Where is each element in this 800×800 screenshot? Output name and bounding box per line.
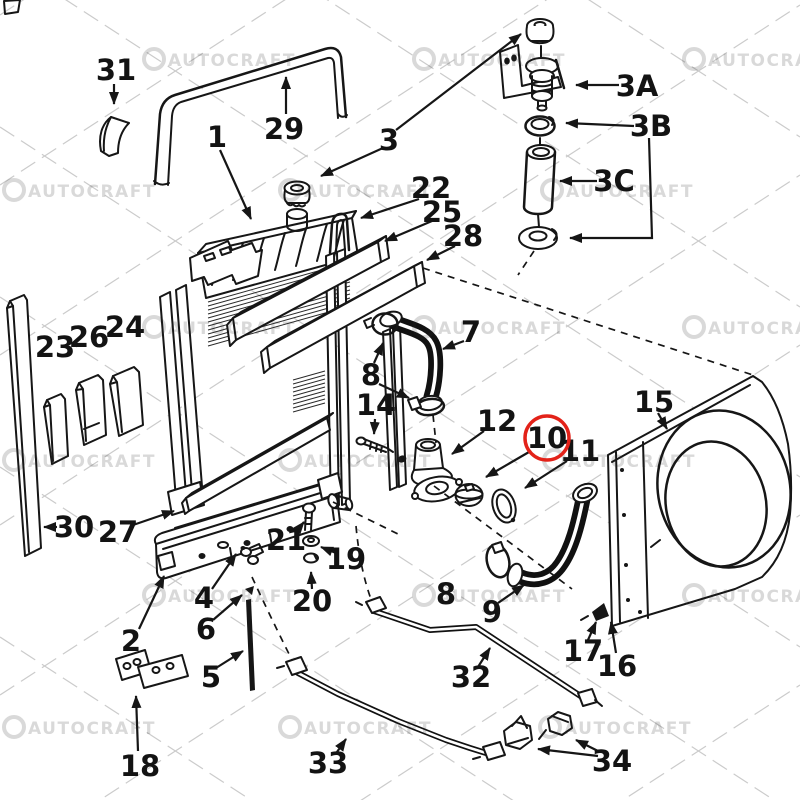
leader-arrows [43,33,668,758]
part-label-14: 14 [356,388,396,422]
corner-fragment [3,0,21,15]
svg-text:AUTOCRAFT: AUTOCRAFT [438,587,566,607]
svg-text:AUTOCRAFT: AUTOCRAFT [438,51,566,71]
part-label-17: 17 [563,634,603,668]
part-labels: 1 2 3 3A 3B 3C 4 5 6 7 8 8 9 10 11 12 14… [35,53,674,783]
part-label-23: 23 [35,330,75,364]
svg-text:AUTOCRAFT: AUTOCRAFT [168,587,296,607]
part-label-6: 6 [196,612,216,646]
core-fins-lower [292,370,326,413]
svg-text:AUTOCRAFT: AUTOCRAFT [168,319,296,339]
drain-rod-illustration [245,586,255,691]
part-label-3: 3 [379,123,399,157]
part-label-3c: 3C [593,164,634,198]
svg-text:AUTOCRAFT: AUTOCRAFT [708,319,800,339]
watermark: AUTOCRAFT [682,47,800,71]
watermark: AUTOCRAFT [142,583,296,607]
watermark: AUTOCRAFT [278,448,432,472]
watermark: AUTOCRAFT [278,715,432,739]
cooler-tubes-illustration [276,596,603,761]
part-label-7: 7 [461,315,481,349]
svg-text:AUTOCRAFT: AUTOCRAFT [28,182,156,202]
wing-clip-illustration [240,543,264,565]
part-label-3a: 3A [616,69,659,103]
watermark: AUTOCRAFT [2,448,156,472]
part-label-32: 32 [451,660,491,694]
screw-14-illustration [355,436,407,463]
upper-hose-illustration [363,310,446,417]
svg-text:AUTOCRAFT: AUTOCRAFT [304,452,432,472]
bars-25-28-illustration [226,235,426,374]
fan-shroud-illustration [580,375,793,627]
watermark: AUTOCRAFT [412,47,566,71]
part-label-16: 16 [597,649,637,683]
svg-text:AUTOCRAFT: AUTOCRAFT [566,182,694,202]
svg-text:AUTOCRAFT: AUTOCRAFT [708,587,800,607]
svg-text:AUTOCRAFT: AUTOCRAFT [304,182,432,202]
svg-text:AUTOCRAFT: AUTOCRAFT [564,719,692,739]
part-label-25: 25 [422,195,462,229]
part-label-1: 1 [207,120,227,154]
part-label-4: 4 [194,581,214,615]
svg-text:AUTOCRAFT: AUTOCRAFT [304,719,432,739]
outlet-thermostat-illustration [410,438,517,524]
part-label-33: 33 [308,746,348,780]
part-label-22: 22 [411,171,451,205]
part-label-29: 29 [264,112,304,146]
pad-31-illustration [99,116,130,157]
illustration [3,0,793,761]
strap-29-illustration [153,46,348,186]
svg-text:AUTOCRAFT: AUTOCRAFT [708,51,800,71]
watermark: AUTOCRAFT [412,583,566,607]
watermark-layer: AUTOCRAFT AUTOCRAFT AUTOCRAFT AUTOCRAFT … [2,47,800,739]
watermark: AUTOCRAFT [682,583,800,607]
part-label-26: 26 [69,320,109,354]
part-label-5: 5 [201,660,221,694]
part-label-21: 21 [266,523,306,557]
pads-23-26-24-illustration [43,366,144,465]
part-label-19: 19 [326,542,366,576]
overflow-assembly-illustration [499,18,566,250]
part-label-15: 15 [634,385,674,419]
lower-hose-illustration [485,482,598,588]
watermark: AUTOCRAFT [412,315,566,339]
part-label-12: 12 [477,404,517,438]
part-label-9: 9 [482,595,502,629]
watermark: AUTOCRAFT [540,178,694,202]
svg-text:AUTOCRAFT: AUTOCRAFT [168,51,296,71]
svg-text:AUTOCRAFT: AUTOCRAFT [438,319,566,339]
svg-text:AUTOCRAFT: AUTOCRAFT [568,452,696,472]
part-label-2: 2 [121,624,141,658]
part-label-28: 28 [443,219,483,253]
highlight-circle [523,414,571,462]
part-label-27: 27 [98,515,138,549]
watermark: AUTOCRAFT [2,178,156,202]
svg-text:AUTOCRAFT: AUTOCRAFT [28,719,156,739]
part-label-8: 8 [361,358,381,392]
part-label-18: 18 [120,749,160,783]
watermark: AUTOCRAFT [2,715,156,739]
watermark: AUTOCRAFT [278,178,432,202]
watermark: AUTOCRAFT [538,715,692,739]
part-label-8b: 8 [436,577,456,611]
watermark: AUTOCRAFT [682,315,800,339]
part-label-31: 31 [96,53,136,87]
strip-30-illustration [6,294,42,557]
part-label-24: 24 [105,310,145,344]
watermark: AUTOCRAFT [142,47,296,71]
alignment-dashes [251,250,754,661]
part-label-30: 30 [54,510,94,544]
hose-clamp-icon [371,312,399,336]
part-label-20: 20 [292,584,332,618]
part-label-3b: 3B [630,109,672,143]
part-label-10: 10 [527,421,567,455]
bracket-18-illustration [115,649,189,689]
watermark: AUTOCRAFT [142,315,296,339]
bolt-washers-illustration [302,502,320,564]
part-label-34: 34 [592,744,632,778]
shroud-clip-icon [592,603,609,621]
svg-text:AUTOCRAFT: AUTOCRAFT [28,452,156,472]
